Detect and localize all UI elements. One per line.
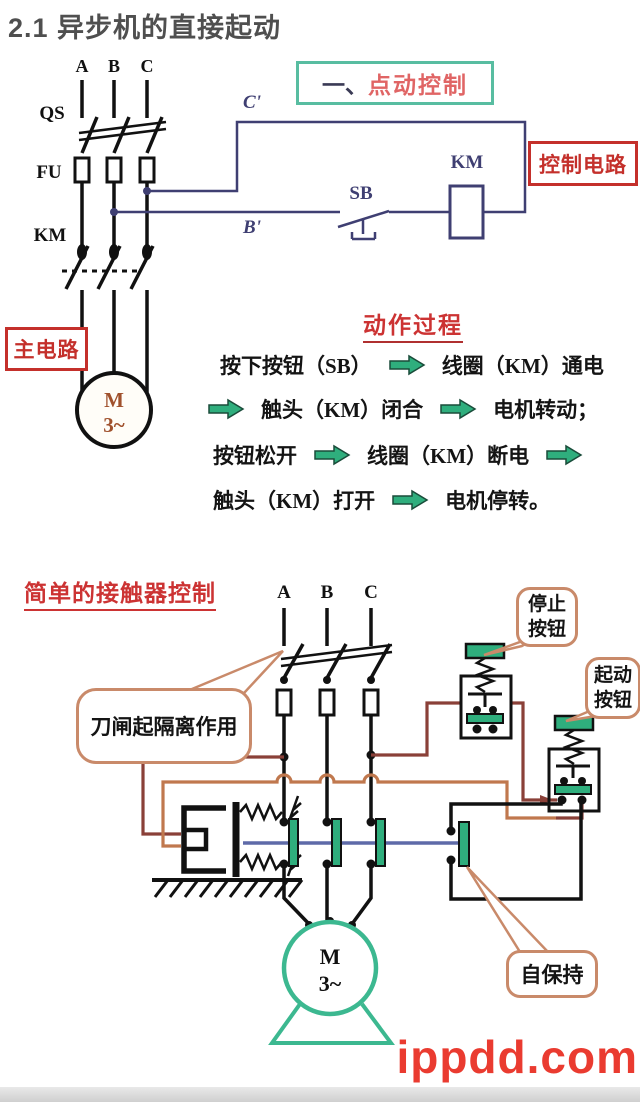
main-circuit-label-box: 主电路	[5, 327, 88, 371]
control-circuit-label: 控制电路	[539, 152, 627, 177]
diagram-text-labels-top: A B C QS FU KM C' B' SB KM M 3~	[34, 56, 484, 437]
phase-b-label: B	[108, 56, 120, 76]
process-step-text: 线圈（KM）断电	[367, 444, 530, 468]
km-main-contacts	[62, 244, 155, 290]
process-step-text: 触头（KM）闭合	[261, 398, 424, 422]
start-button-callout: 起动 按钮	[585, 657, 640, 719]
process-row-1: 按下按钮（SB） 线圈（KM）通电	[220, 350, 604, 380]
motor-3-bottom: 3~	[319, 971, 342, 996]
phase-a-label: A	[76, 56, 89, 76]
jog-control-heading-box: 一、点动控制	[296, 61, 494, 105]
start-button-symbol	[547, 714, 601, 813]
knife-callout-text: 刀闸起隔离作用	[90, 715, 238, 739]
callout-pointers	[175, 632, 606, 954]
process-row-2: 触头（KM）闭合 电机转动；	[206, 394, 598, 424]
flow-arrow-icon	[388, 354, 426, 376]
control-circuit-wires	[110, 120, 527, 241]
process-step-text: 触头（KM）打开	[213, 489, 376, 513]
process-step-text: 电机停转。	[445, 489, 551, 513]
phase-b-label-2: B	[321, 582, 334, 603]
jog-heading-prefix: 一、	[322, 73, 368, 98]
c-prime-label: C'	[243, 92, 261, 113]
sb-label: SB	[349, 183, 373, 204]
fuse-symbols	[73, 156, 156, 184]
bottom-gray-strip	[0, 1087, 640, 1102]
knife-switch-callout: 刀闸起隔离作用	[76, 688, 252, 764]
start-callout-line2: 按钮	[593, 690, 632, 711]
motor-m-bottom: M	[320, 944, 341, 969]
fu-label: FU	[36, 162, 62, 183]
start-callout-line1: 起动	[593, 665, 632, 686]
stop-button-symbol	[459, 642, 513, 740]
watermark: ippdd.com	[396, 1031, 638, 1083]
motor-m-top: M	[104, 388, 124, 412]
stop-callout-line2: 按钮	[527, 619, 566, 640]
b-prime-label: B'	[242, 217, 261, 238]
motor-symbol-bottom	[268, 917, 395, 1045]
stop-callout-line1: 停止	[527, 594, 566, 615]
contactor-electromagnet	[181, 795, 302, 877]
stop-button-callout: 停止 按钮	[516, 587, 578, 647]
control-circuit-label-box: 控制电路	[528, 141, 638, 186]
jog-heading-name: 点动控制	[368, 73, 468, 98]
process-step-text: 按钮松开	[213, 444, 297, 468]
phase-c-label-2: C	[364, 582, 378, 603]
orange-wire	[161, 773, 556, 848]
process-step-text: 线圈（KM）通电	[441, 354, 604, 378]
km-label: KM	[34, 225, 67, 246]
selfhold-callout-pointer	[465, 866, 551, 954]
process-step-text: 按下按钮（SB）	[220, 354, 372, 378]
self-hold-callout-text: 自保持	[520, 963, 584, 987]
process-row-3: 按钮松开 线圈（KM）断电	[213, 440, 584, 470]
page-title: 2.1 异步机的直接起动	[8, 13, 282, 43]
qs-label: QS	[39, 103, 64, 124]
flow-arrow-icon	[392, 489, 429, 511]
self-hold-aux-contact	[446, 799, 583, 901]
km-coil-label: KM	[451, 152, 484, 173]
self-hold-callout: 自保持	[506, 950, 598, 998]
flow-arrow-icon	[440, 398, 477, 420]
phase-c-label: C	[141, 56, 154, 76]
diagram-text-labels-bottom: A B C M 3~	[277, 582, 378, 996]
process-row-4: 触头（KM）打开 电机停转。	[213, 485, 550, 515]
flow-arrow-icon	[314, 444, 351, 466]
process-title: 动作过程	[363, 306, 463, 343]
ground-symbol	[152, 878, 304, 898]
main-circuit-label: 主电路	[13, 338, 80, 362]
flow-arrow-icon	[208, 398, 245, 420]
qs-knife-tie-bar	[78, 120, 167, 142]
motor-symbol-top	[75, 371, 153, 449]
knife-tie-bar-bottom	[280, 643, 393, 668]
main-moving-contacts	[279, 817, 386, 869]
flow-arrow-icon	[546, 444, 583, 466]
phase-a-label-2: A	[277, 582, 291, 603]
process-step-text: 电机转动；	[493, 398, 599, 422]
motor-3-top: 3~	[103, 413, 125, 437]
contactor-section-title: 简单的接触器控制	[24, 574, 216, 611]
fuses-bottom	[275, 688, 380, 717]
